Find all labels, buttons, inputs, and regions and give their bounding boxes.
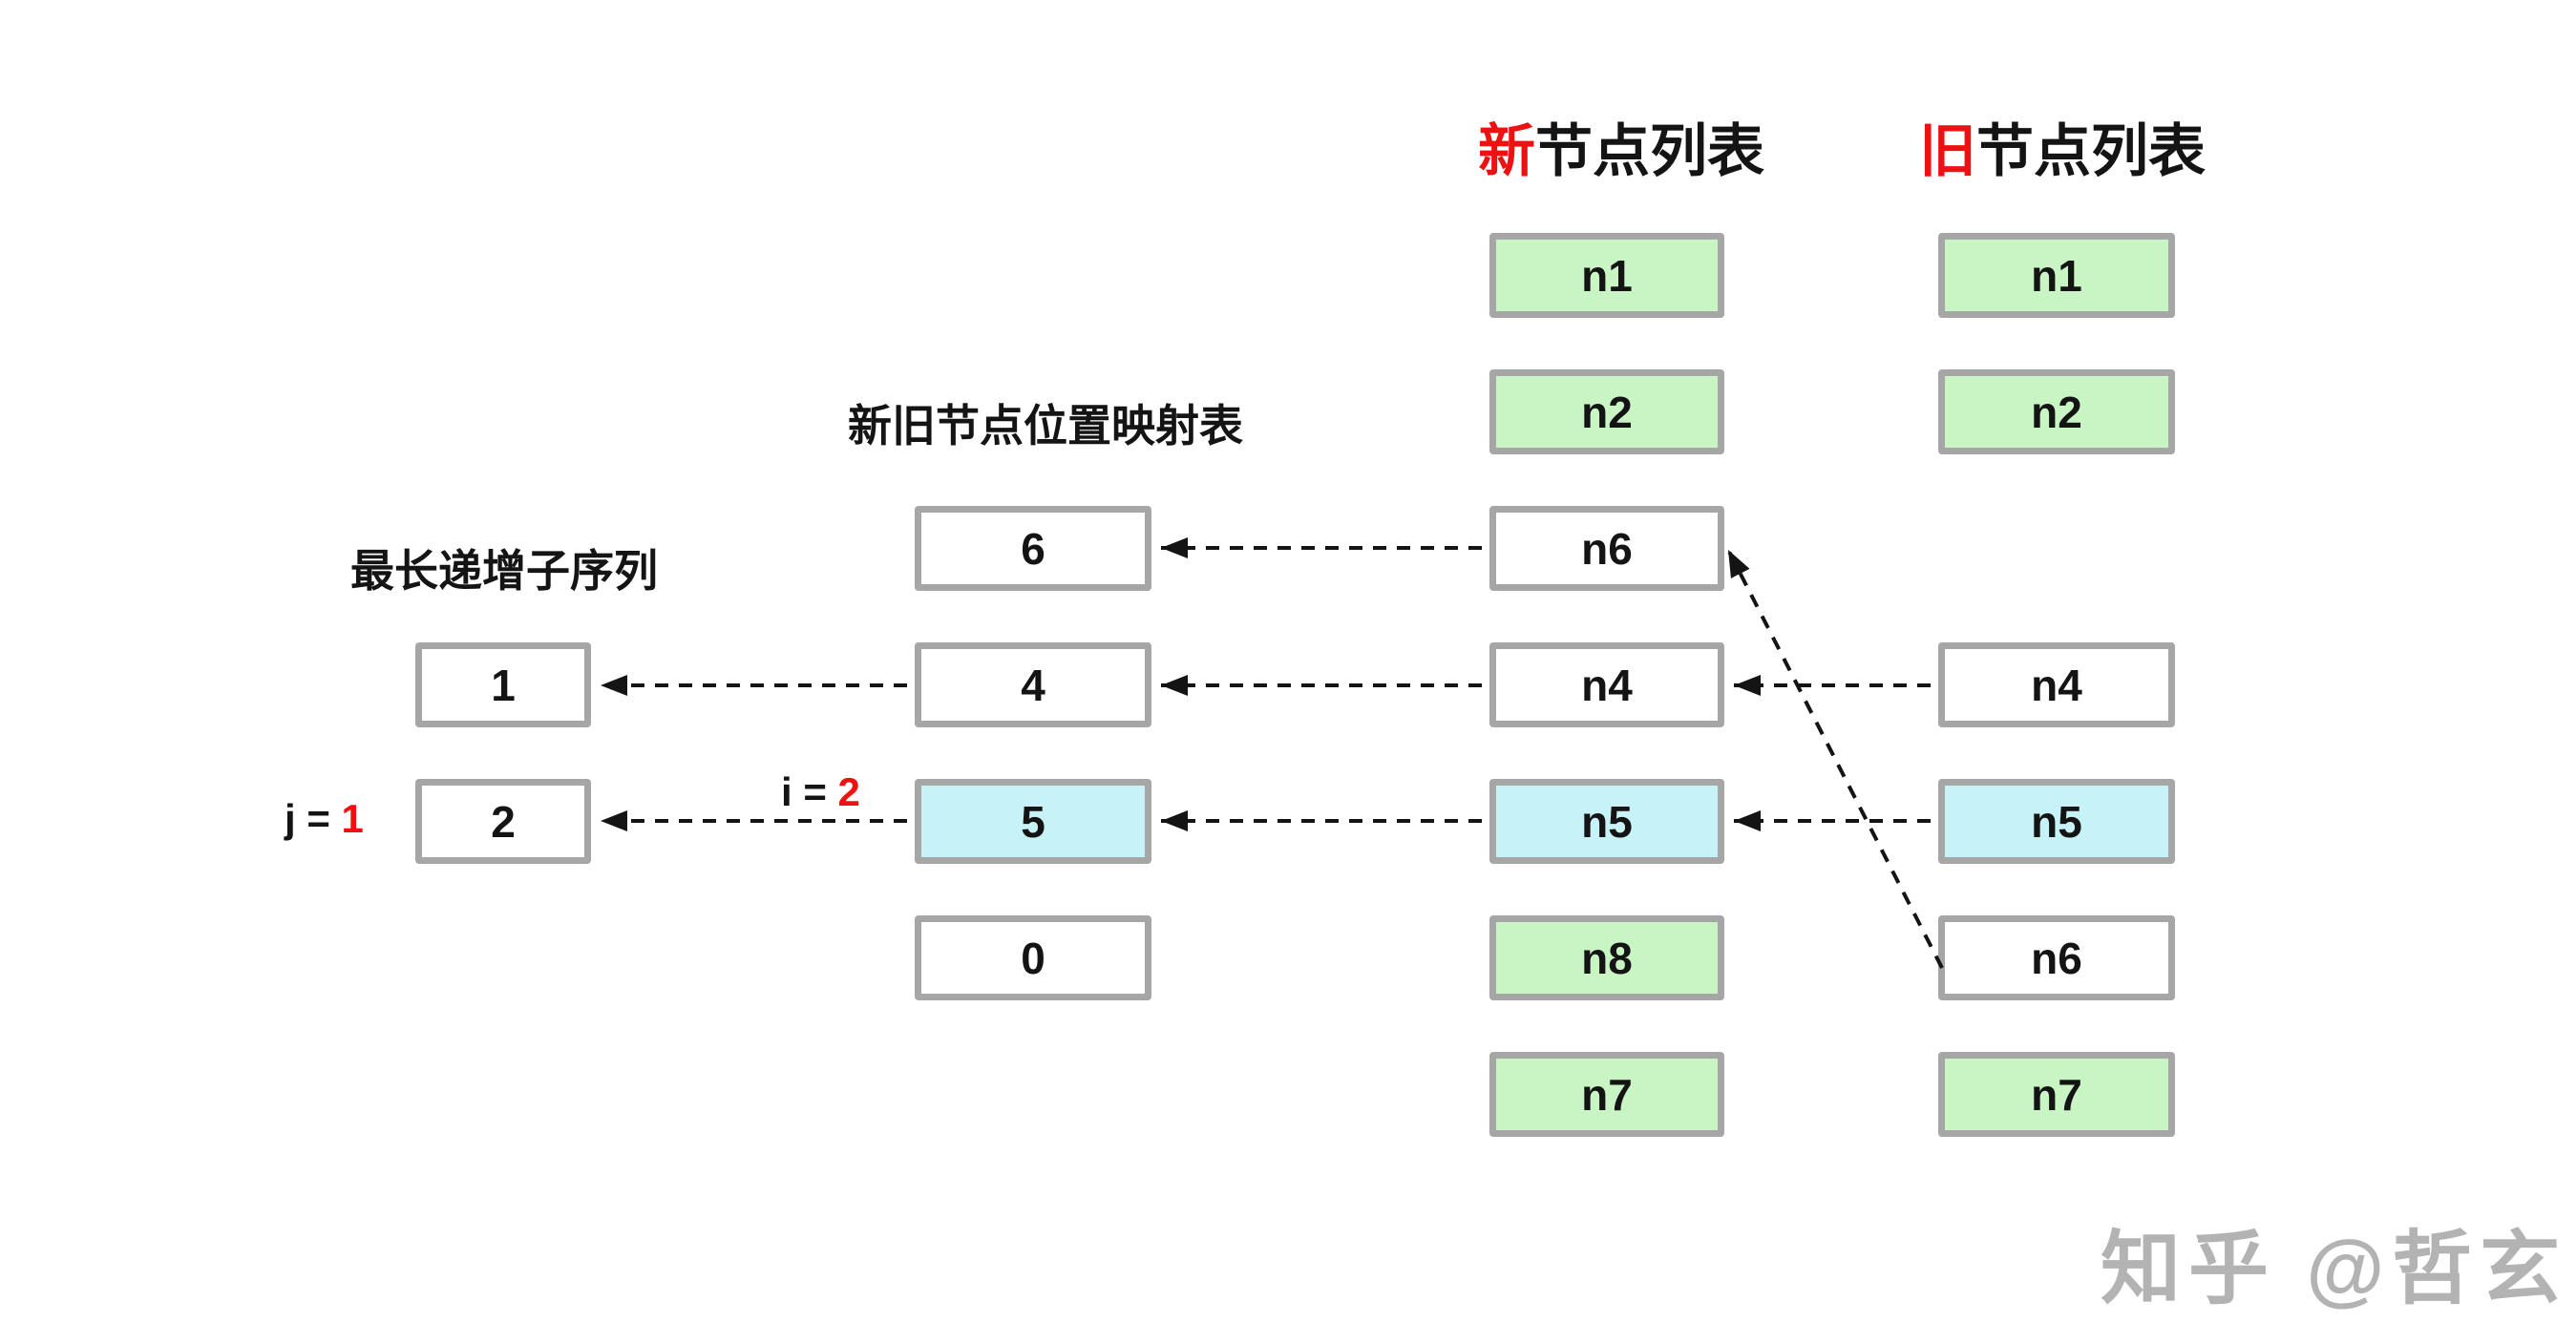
pointer-j-value: 1 — [341, 796, 364, 841]
lis-title: 最长递增子序列 — [350, 546, 658, 596]
position-map-table-node-5: 5 — [915, 779, 1151, 864]
new-node-list-node-n1: n1 — [1489, 233, 1724, 318]
position-map-table-node-6: 6 — [915, 506, 1151, 591]
old-node-list-node-n7: n7 — [1938, 1052, 2175, 1137]
new-node-list-node-n4: n4 — [1489, 642, 1724, 727]
old-node-list-title: 旧节点列表 — [1919, 105, 2206, 188]
new-node-list-title: 新节点列表 — [1478, 105, 1764, 188]
old-node-list-title-highlight: 旧 — [1919, 119, 1976, 183]
new-node-list-title-rest: 节点列表 — [1535, 119, 1764, 183]
new-node-list-node-n2: n2 — [1489, 369, 1724, 454]
new-node-list-node-n6: n6 — [1489, 506, 1724, 591]
longest-increasing-subsequence-node-1: 1 — [415, 642, 591, 727]
pointer-j-prefix: j = — [285, 796, 342, 841]
zhihu-watermark: 知乎 @哲玄 — [2101, 1224, 2568, 1313]
old-node-list-title-rest: 节点列表 — [1976, 119, 2206, 183]
pointer-j: j = 1 — [285, 796, 364, 842]
old-node-list-node-n1: n1 — [1938, 233, 2175, 318]
position-map-table-node-4: 4 — [915, 642, 1151, 727]
old-node-list-node-n6: n6 — [1938, 915, 2175, 1000]
position-map-table-node-0: 0 — [915, 915, 1151, 1000]
arrow-old-n6-to-new-n6 — [1726, 549, 1944, 969]
position-map-title: 新旧节点位置映射表 — [848, 401, 1243, 451]
longest-increasing-subsequence-node-2: 2 — [415, 779, 591, 864]
new-node-list-title-highlight: 新 — [1478, 119, 1535, 183]
old-node-list-node-n4: n4 — [1938, 642, 2175, 727]
pointer-i-prefix: i = — [781, 769, 838, 814]
new-node-list-node-n7: n7 — [1489, 1052, 1724, 1137]
old-node-list-node-n2: n2 — [1938, 369, 2175, 454]
new-node-list-node-n8: n8 — [1489, 915, 1724, 1000]
pointer-i: i = 2 — [781, 769, 860, 815]
new-node-list-node-n5: n5 — [1489, 779, 1724, 864]
old-node-list-node-n5: n5 — [1938, 779, 2175, 864]
pointer-i-value: 2 — [837, 769, 860, 814]
